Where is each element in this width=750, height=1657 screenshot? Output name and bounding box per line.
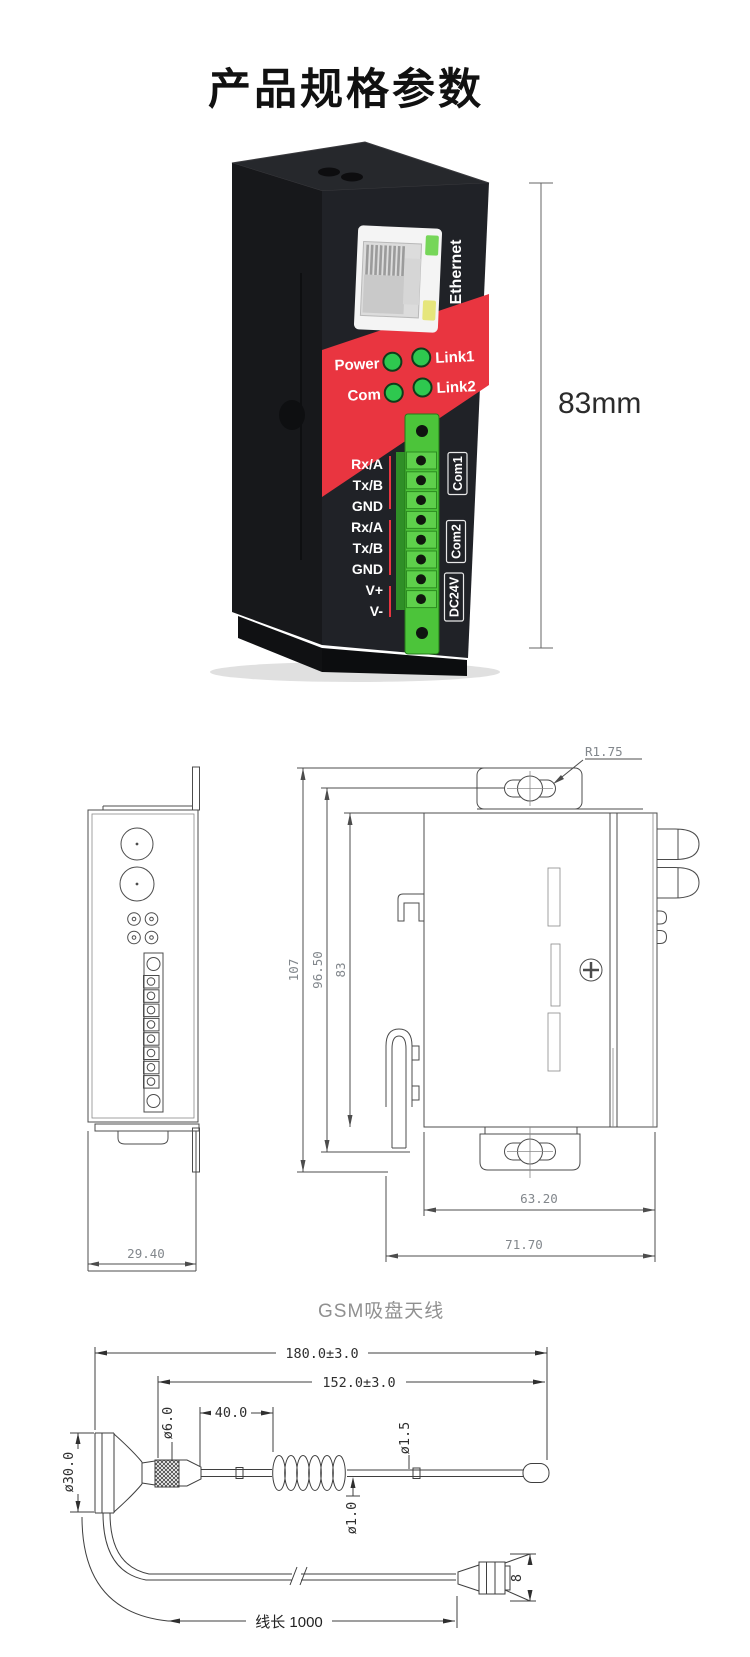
terminal-label: Tx/B [353, 477, 383, 493]
sma-connector [457, 1561, 511, 1595]
side-width-inner-dim: 63.20 [520, 1191, 558, 1206]
link2-led [412, 377, 433, 398]
antenna-cable [102, 1512, 456, 1581]
rj45-led-yellow [422, 300, 437, 321]
front-view-terminal-strip [143, 952, 164, 1113]
terminal-labels: Rx/A Tx/B GND Rx/A Tx/B GND V+ V- [351, 456, 391, 619]
slot-radius-leader [556, 758, 642, 782]
terminal-screws [416, 455, 426, 605]
device-photo: Ethernet Power Link1 Com Link2 Rx/A Tx/B… [210, 141, 641, 682]
thread-diameter-dim: ø6.0 [160, 1407, 176, 1440]
com1-label: Com1 [451, 456, 465, 491]
front-depth-dim: 29.40 [127, 1246, 165, 1261]
power-led-label: Power [334, 355, 380, 374]
com-led [383, 382, 404, 403]
din-clip-spring [385, 1028, 413, 1107]
com-led-label: Com [347, 386, 381, 404]
antenna-total-length-dim: 180.0±3.0 [285, 1346, 358, 1362]
red-accent-band [322, 294, 489, 497]
screw-icon [579, 958, 603, 982]
din-clip-hook [397, 893, 424, 922]
antenna-outline [70, 1347, 550, 1628]
stem-taper [178, 1459, 202, 1487]
link1-led [411, 347, 432, 368]
side-height-total-dim: 107 [286, 959, 301, 982]
terminal-label: Tx/B [353, 540, 383, 556]
antenna-whip-length-dim: 152.0±3.0 [322, 1375, 395, 1391]
side-width-total-dim: 71.70 [505, 1237, 543, 1252]
link1-led-label: Link1 [435, 348, 475, 367]
terminal-label: GND [352, 561, 383, 577]
front-view [87, 766, 200, 1272]
connector-height-dim: 8 [509, 1574, 525, 1582]
suction-cup [94, 1432, 156, 1514]
rj45-port [353, 225, 443, 333]
front-view-leds [127, 912, 159, 945]
cable-break-mark [289, 1566, 308, 1586]
page-title: 产品规格参数 [208, 66, 484, 114]
terminal-block [396, 413, 440, 655]
side-height-body-dim: 83 [333, 962, 348, 977]
antenna-drawing: 180.0±3.0 152.0±3.0 40.0 ø6.0 ø30.0 ø1.5… [61, 1345, 550, 1631]
top-hole [341, 172, 363, 182]
rj45-led-green [425, 235, 439, 256]
base-front [322, 648, 467, 676]
top-hole [318, 167, 340, 177]
com2-group-label: Com2 [445, 519, 467, 564]
threaded-stem [154, 1459, 180, 1488]
whip-rod-2 [347, 1469, 523, 1477]
terminal-label: Rx/A [351, 456, 383, 472]
terminal-label: GND [352, 498, 383, 514]
link2-led-label: Link2 [436, 378, 476, 397]
antenna-section-title: GSM吸盘天线 [318, 1301, 445, 1322]
ethernet-label: Ethernet [448, 239, 465, 305]
coil-diameter-dim: ø1.0 [344, 1502, 360, 1535]
com2-label: Com2 [450, 524, 464, 559]
rj45-pins [365, 244, 406, 277]
terminal-label: V- [370, 603, 384, 619]
terminal-label: V+ [365, 582, 383, 598]
slot-radius-dim: R1.75 [585, 744, 623, 759]
technical-drawings: 29.40 [87, 744, 700, 1272]
antenna-40-dim: 40.0 [215, 1405, 248, 1421]
cable-length-dim: 线长 1000 [255, 1614, 323, 1631]
height-dim-label: 83mm [558, 387, 641, 420]
coil-spring [272, 1455, 346, 1491]
side-height-mid-dim: 96.50 [310, 951, 325, 989]
rod-diameter-dim: ø1.5 [397, 1422, 413, 1455]
side-view [297, 758, 700, 1262]
dc24v-label: DC24V [448, 576, 462, 617]
antenna-connectors [657, 828, 700, 944]
terminal-label: Rx/A [351, 519, 383, 535]
base-diameter-dim: ø30.0 [61, 1452, 77, 1493]
status-leds: Power Link1 Com Link2 [334, 347, 476, 405]
antenna-tip [522, 1463, 550, 1483]
dc24v-group-label: DC24V [443, 572, 465, 622]
com1-group-label: Com1 [447, 451, 468, 496]
height-dimension: 83mm [529, 182, 641, 649]
base-left [238, 616, 322, 672]
power-led [382, 351, 403, 372]
side-hole [279, 400, 305, 430]
